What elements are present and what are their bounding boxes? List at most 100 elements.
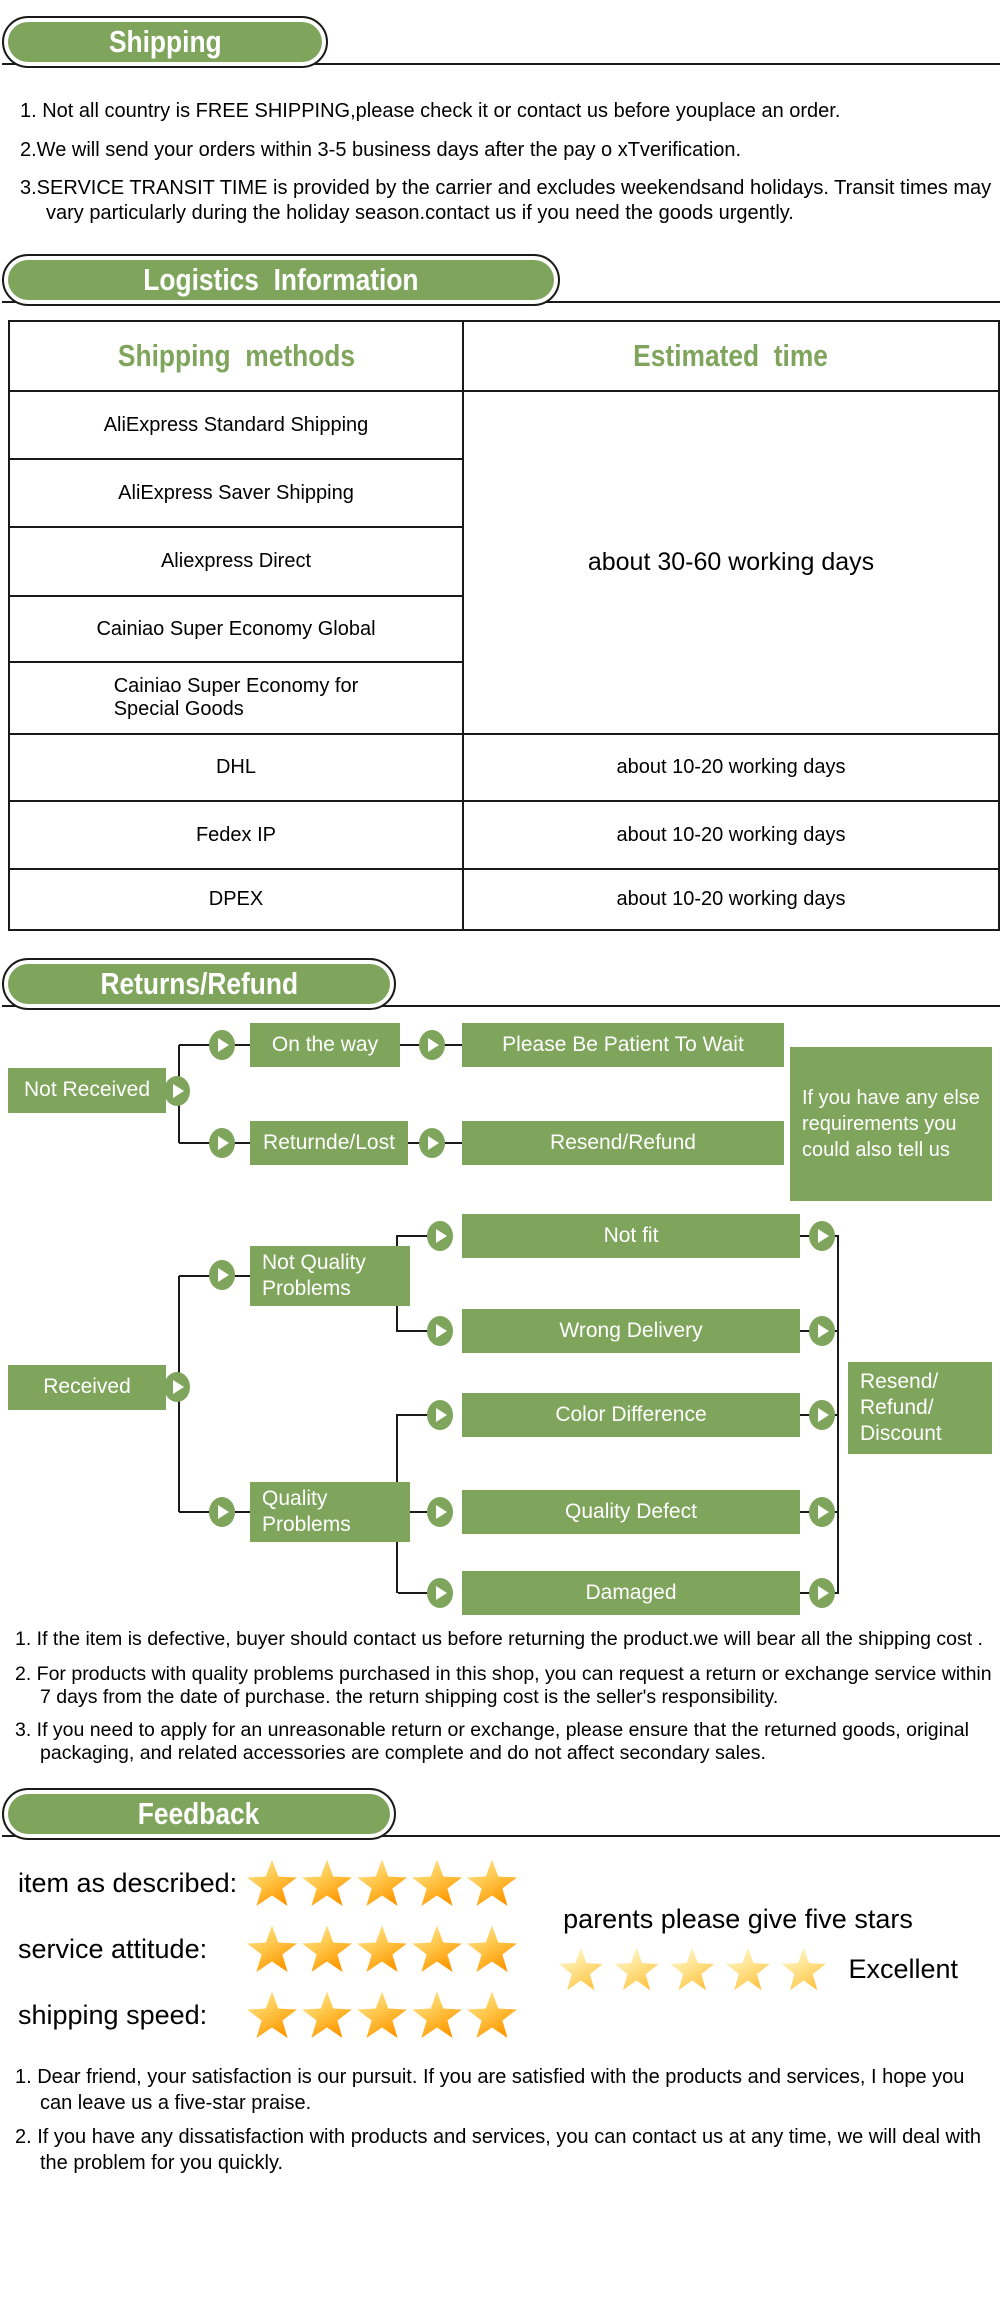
connector-line — [179, 1142, 215, 1144]
arrow-dot-icon — [419, 1128, 445, 1158]
feedback-title: Feedback — [138, 1795, 260, 1831]
play-triangle-icon — [435, 1324, 454, 1338]
feedback-ratings: item as described: service attitude: shi… — [18, 1858, 998, 2042]
star-icon — [357, 1859, 407, 1906]
play-triangle-icon — [817, 1229, 836, 1243]
star-icon — [614, 1947, 659, 1991]
connector-line — [398, 1511, 429, 1513]
connector-line — [400, 1044, 419, 1046]
table-cell-time: about 10-20 working days — [464, 802, 998, 870]
star-icon — [247, 1859, 297, 1906]
five-star-callout-stars: Excellent — [558, 1947, 958, 1993]
table-row: DHL — [10, 735, 464, 802]
connector-line — [833, 1511, 839, 1513]
flow-node-outcome: Resend/ Refund/ Discount — [848, 1362, 992, 1454]
divider-line — [2, 1834, 1000, 1837]
table-header-methods: Shipping methods — [10, 322, 464, 392]
play-triangle-icon — [435, 1229, 454, 1243]
flow-node-be-patient: Please Be Patient To Wait — [462, 1023, 784, 1067]
flow-node-returned-lost: Returnde/Lost — [250, 1121, 408, 1165]
connector-line — [398, 1235, 429, 1237]
feedback-section-header: Feedback — [2, 1787, 1000, 1840]
star-icon — [247, 1991, 297, 2038]
returns-notes-list: 1. If the item is defective, buyer shoul… — [0, 1628, 1000, 1766]
flow-info-box: If you have any else requirements you co… — [790, 1047, 992, 1201]
flow-node-wrong-delivery: Wrong Delivery — [462, 1309, 800, 1353]
logistics-table: Shipping methods Estimated time AliExpre… — [8, 320, 1000, 931]
shipping-title: Shipping — [108, 24, 222, 59]
star-rating — [246, 1991, 521, 2041]
flow-node-not-fit: Not fit — [462, 1214, 800, 1258]
play-triangle-icon — [427, 1038, 446, 1052]
five-star-callout: parents please give five stars Excellent — [558, 1904, 958, 1993]
shipping-section-header: Shipping — [2, 16, 1000, 68]
play-triangle-icon — [817, 1586, 836, 1600]
star-icon — [467, 1859, 517, 1906]
connector-line — [179, 1275, 215, 1277]
list-item: 2.We will send your orders within 3-5 bu… — [20, 139, 742, 161]
divider-line — [2, 1005, 1000, 1007]
star-icon — [781, 1947, 826, 1991]
table-header-time: Estimated time — [464, 322, 998, 392]
arrow-dot-icon — [809, 1497, 835, 1527]
connector-line — [833, 1235, 839, 1237]
column-header-label: Shipping methods — [117, 338, 355, 373]
connector-line — [443, 1142, 462, 1144]
list-item: 3. If you need to apply for an unreasona… — [15, 1718, 969, 1765]
logistics-section-header: Logistics Information — [2, 254, 1000, 306]
connector-line — [800, 1592, 811, 1594]
connector-line — [833, 1592, 839, 1594]
rating-label: item as described: — [18, 1868, 238, 1898]
connector-line — [800, 1511, 811, 1513]
arrow-dot-icon — [809, 1578, 835, 1608]
flow-node-not-quality-problems: Not Quality Problems — [250, 1246, 410, 1306]
table-cell-time: about 10-20 working days — [464, 735, 998, 802]
flow-node-received: Received — [8, 1365, 166, 1410]
play-triangle-icon — [817, 1505, 836, 1519]
star-icon — [467, 1991, 517, 2038]
play-triangle-icon — [217, 1038, 236, 1052]
table-row: AliExpress Saver Shipping — [10, 460, 464, 528]
list-item: 1. If the item is defective, buyer shoul… — [15, 1628, 983, 1650]
rating-row: shipping speed: — [18, 1990, 998, 2042]
flow-node-on-the-way: On the way — [250, 1023, 400, 1067]
connector-line — [233, 1142, 250, 1144]
feedback-notes-list: 1. Dear friend, your satisfaction is our… — [0, 2064, 1000, 2176]
table-row: Cainiao Super Economy Global — [10, 597, 464, 663]
play-triangle-icon — [435, 1505, 454, 1519]
arrow-dot-icon — [427, 1316, 453, 1346]
arrow-dot-icon — [427, 1400, 453, 1430]
play-triangle-icon — [172, 1084, 191, 1098]
play-triangle-icon — [817, 1324, 836, 1338]
connector-line — [233, 1044, 250, 1046]
connector-line — [179, 1511, 215, 1513]
flow-node-quality-problems: Quality Problems — [250, 1482, 410, 1542]
flow-node-quality-defect: Quality Defect — [462, 1490, 800, 1534]
rating-row: service attitude: — [18, 1924, 998, 1976]
rating-row: item as described: — [18, 1858, 998, 1910]
arrow-dot-icon — [209, 1497, 235, 1527]
shipping-pill: Shipping — [2, 16, 328, 68]
five-star-callout-text: parents please give five stars — [563, 1903, 913, 1934]
star-icon — [302, 1991, 352, 2038]
arrow-dot-icon — [809, 1316, 835, 1346]
star-icon — [247, 1925, 297, 1972]
connector-line — [800, 1414, 811, 1416]
play-triangle-icon — [435, 1408, 454, 1422]
column-header-label: Estimated time — [633, 338, 829, 373]
star-icon — [558, 1947, 603, 1991]
rating-label: shipping speed: — [18, 2000, 208, 2030]
list-item: 1. Dear friend, your satisfaction is our… — [15, 2065, 965, 2114]
connector-line — [179, 1044, 215, 1046]
play-triangle-icon — [217, 1136, 236, 1150]
star-icon — [302, 1859, 352, 1906]
star-icon — [357, 1991, 407, 2038]
returns-title: Returns/Refund — [100, 966, 298, 1001]
arrow-dot-icon — [209, 1128, 235, 1158]
table-row: AliExpress Standard Shipping — [10, 392, 464, 460]
star-icon — [670, 1947, 715, 1991]
arrow-dot-icon — [427, 1497, 453, 1527]
shipping-notes-list: 1. Not all country is FREE SHIPPING,plea… — [0, 98, 1000, 226]
star-icon — [725, 1947, 770, 1991]
arrow-dot-icon — [427, 1578, 453, 1608]
